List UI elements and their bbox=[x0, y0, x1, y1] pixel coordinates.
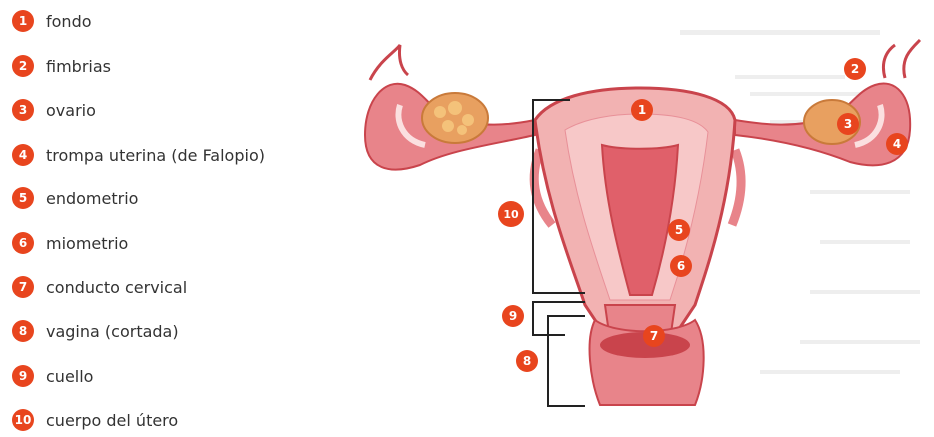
callout-2: 2 bbox=[844, 58, 866, 80]
callout-1: 1 bbox=[631, 99, 653, 121]
number-badge: 4 bbox=[12, 144, 34, 166]
callout-3: 3 bbox=[837, 113, 859, 135]
legend-label: fondo bbox=[46, 12, 92, 31]
legend-label: endometrio bbox=[46, 189, 138, 208]
left-ovary bbox=[422, 93, 488, 143]
legend-item-cuello: 9 cuello bbox=[12, 365, 93, 387]
legend-label: cuerpo del útero bbox=[46, 411, 178, 430]
number-badge: 9 bbox=[12, 365, 34, 387]
number-badge: 1 bbox=[12, 10, 34, 32]
right-ligament bbox=[732, 150, 741, 225]
legend-item-miometrio: 6 miometrio bbox=[12, 232, 128, 254]
legend-item-endometrio: 5 endometrio bbox=[12, 187, 138, 209]
number-badge: 5 bbox=[12, 187, 34, 209]
number-badge: 3 bbox=[12, 99, 34, 121]
bracket-cuello bbox=[533, 302, 585, 335]
uterus-diagram: 1 2 3 4 5 6 7 8 9 10 bbox=[340, 0, 934, 433]
legend-label: fimbrias bbox=[46, 57, 111, 76]
callout-9: 9 bbox=[502, 305, 524, 327]
number-badge: 8 bbox=[12, 320, 34, 342]
legend-item-fimbrias: 2 fimbrias bbox=[12, 55, 111, 77]
legend-item-trompa: 4 trompa uterina (de Falopio) bbox=[12, 144, 265, 166]
legend-label: miometrio bbox=[46, 234, 128, 253]
legend-item-cuerpo: 10 cuerpo del útero bbox=[12, 409, 178, 431]
legend-label: conducto cervical bbox=[46, 278, 187, 297]
callout-10: 10 bbox=[498, 201, 524, 227]
legend-item-ovario: 3 ovario bbox=[12, 99, 96, 121]
legend-label: trompa uterina (de Falopio) bbox=[46, 146, 265, 165]
legend-item-conducto: 7 conducto cervical bbox=[12, 276, 187, 298]
number-badge: 2 bbox=[12, 55, 34, 77]
callout-7: 7 bbox=[643, 325, 665, 347]
number-badge: 7 bbox=[12, 276, 34, 298]
callout-6: 6 bbox=[670, 255, 692, 277]
legend-item-fondo: 1 fondo bbox=[12, 10, 92, 32]
callout-5: 5 bbox=[668, 219, 690, 241]
legend-label: vagina (cortada) bbox=[46, 322, 179, 341]
legend: 1 fondo 2 fimbrias 3 ovario 4 trompa ute… bbox=[0, 0, 330, 433]
callout-4: 4 bbox=[886, 133, 908, 155]
right-fimbriae bbox=[883, 40, 920, 78]
left-fimbriae bbox=[370, 45, 408, 80]
number-badge: 6 bbox=[12, 232, 34, 254]
legend-item-vagina: 8 vagina (cortada) bbox=[12, 320, 179, 342]
callout-8: 8 bbox=[516, 350, 538, 372]
legend-label: cuello bbox=[46, 367, 93, 386]
legend-label: ovario bbox=[46, 101, 96, 120]
bracket-vagina bbox=[548, 316, 585, 406]
number-badge: 10 bbox=[12, 409, 34, 431]
